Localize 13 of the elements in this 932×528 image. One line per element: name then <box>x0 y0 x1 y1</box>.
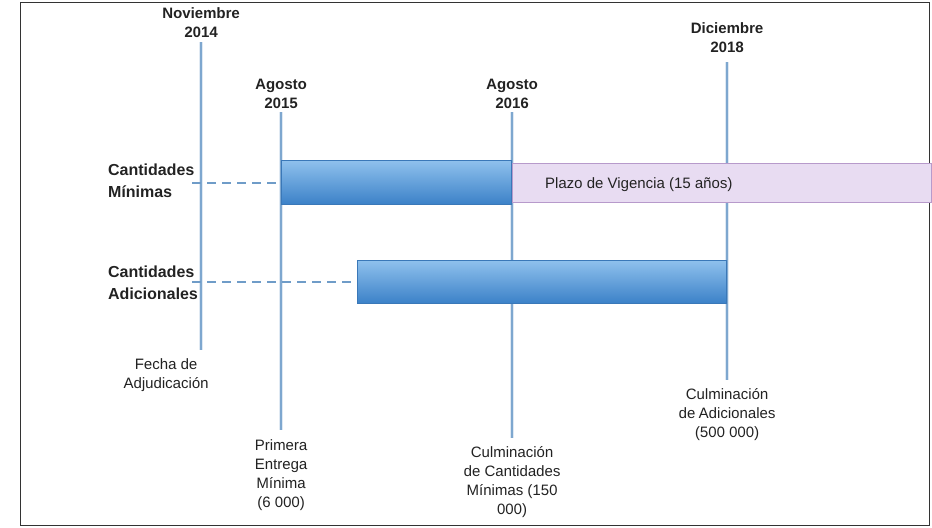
timeline-bar <box>281 160 512 205</box>
milestone-label: Culminación de Adicionales (500 000) <box>678 385 776 442</box>
milestone-label: Culminación de Cantidades Mínimas (150 000) <box>463 443 561 519</box>
date-label: Agosto 2016 <box>485 75 539 113</box>
milestone-label: Primera Entrega Mínima (6 000) <box>254 436 308 512</box>
row-label: Cantidades Adicionales <box>108 262 196 308</box>
date-label: Diciembre 2018 <box>690 19 764 57</box>
row-label: Cantidades Mínimas <box>108 160 196 206</box>
timeline-bar <box>357 260 727 304</box>
date-label: Agosto 2015 <box>254 75 308 113</box>
milestone-label: Fecha de Adjudicación <box>122 355 210 393</box>
date-label: Noviembre 2014 <box>161 4 241 42</box>
period-bar: Plazo de Vigencia (15 años) <box>512 163 932 203</box>
